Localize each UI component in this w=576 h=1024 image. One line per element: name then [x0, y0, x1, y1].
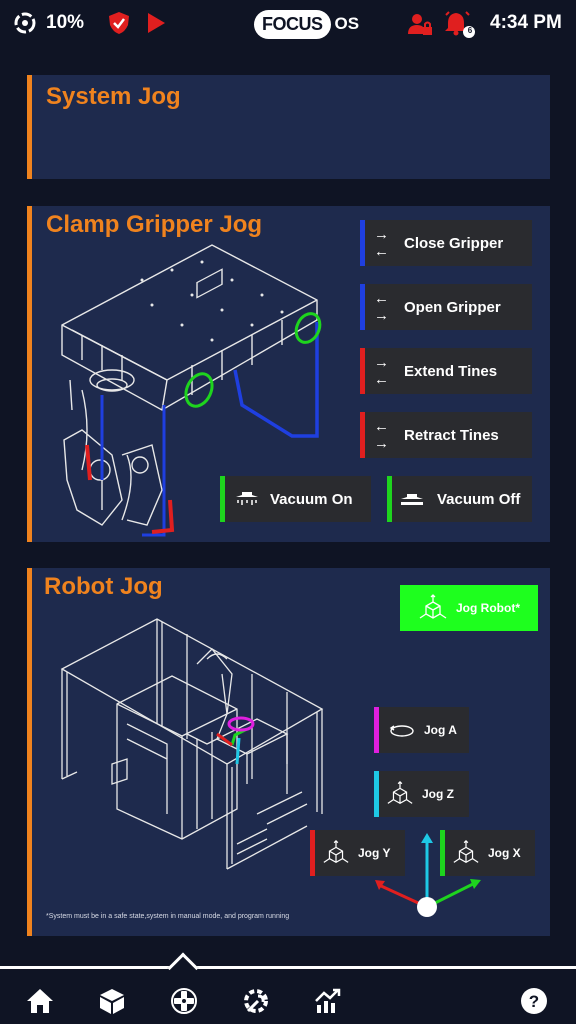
shield-icon[interactable] — [108, 11, 130, 35]
cube-axes-icon — [453, 840, 479, 864]
close-gripper-bar — [360, 220, 365, 266]
svg-text:?: ? — [529, 992, 539, 1011]
arrows-out-icon: ← → — [374, 418, 389, 452]
jog-z-label: Jog Z — [422, 787, 454, 801]
arrows-out-icon: ← → — [374, 290, 389, 324]
arrows-in-icon: → ← — [374, 354, 389, 388]
gamepad-icon[interactable] — [170, 987, 198, 1015]
close-gripper-button[interactable]: → ← Close Gripper — [360, 220, 532, 266]
user-lock-icon[interactable] — [407, 12, 433, 36]
retract-tines-button[interactable]: ← → Retract Tines — [360, 412, 532, 458]
retract-tines-bar — [360, 412, 365, 458]
robot-jog-title: Robot Jog — [44, 573, 163, 600]
safety-footnote: *System must be in a safe state,system i… — [46, 913, 290, 920]
nav-active-indicator — [167, 952, 199, 984]
bell-alarm-icon[interactable] — [444, 10, 476, 38]
rotate-icon — [389, 725, 414, 737]
extend-tines-label: Extend Tines — [404, 362, 498, 380]
cube-axes-icon — [419, 594, 447, 619]
extend-tines-button[interactable]: → ← Extend Tines — [360, 348, 532, 394]
home-icon[interactable] — [26, 987, 54, 1015]
vacuum-on-label: Vacuum On — [270, 490, 353, 508]
brand-name: FOCUS — [254, 9, 331, 39]
vacuum-on-bar — [220, 476, 225, 522]
jog-robot-label: Jog Robot* — [456, 601, 520, 615]
notification-count: 6 — [467, 26, 473, 35]
open-gripper-button[interactable]: ← → Open Gripper — [360, 284, 532, 330]
jog-y-label: Jog Y — [358, 846, 391, 860]
cube-axes-icon — [387, 781, 413, 805]
jog-robot-button[interactable]: Jog Robot* — [400, 585, 538, 631]
vacuum-off-label: Vacuum Off — [437, 490, 521, 508]
clamp-gripper-diagram — [61, 244, 322, 537]
retract-tines-label: Retract Tines — [404, 426, 499, 444]
clamp-gripper-jog-panel: Clamp Gripper Jog — [27, 206, 550, 542]
settings-wrench-icon[interactable] — [242, 987, 270, 1015]
jog-z-bar — [374, 771, 379, 817]
clock: 4:34 PM — [490, 12, 562, 33]
axis-indicator — [375, 833, 481, 917]
vacuum-on-icon — [236, 492, 258, 505]
vacuum-off-bar — [387, 476, 392, 522]
jog-y-bar — [310, 830, 315, 876]
signal-icon — [14, 12, 36, 34]
jog-x-label: Jog X — [488, 846, 521, 860]
robot-jog-panel: Robot Jog — [27, 568, 550, 936]
close-gripper-label: Close Gripper — [404, 234, 504, 252]
arrows-in-icon: → ← — [374, 226, 389, 260]
play-icon[interactable] — [146, 12, 166, 34]
jog-z-button[interactable]: Jog Z — [374, 771, 469, 817]
system-jog-panel: System Jog — [27, 75, 550, 179]
battery-level: 10% — [46, 12, 85, 33]
open-gripper-bar — [360, 284, 365, 330]
brand-os: OS — [334, 14, 360, 33]
jog-a-bar — [374, 707, 379, 753]
cube-axes-icon — [323, 840, 349, 864]
jog-a-button[interactable]: Jog A — [374, 707, 469, 753]
jog-x-button[interactable]: Jog X — [440, 830, 535, 876]
jog-a-label: Jog A — [424, 723, 457, 737]
vacuum-on-button[interactable]: Vacuum On — [220, 476, 371, 522]
open-gripper-label: Open Gripper — [404, 298, 501, 316]
chart-icon[interactable] — [314, 987, 342, 1015]
vacuum-off-icon — [401, 494, 423, 505]
status-bar: 10% FOCUS OS 6 4:34 PM — [0, 0, 576, 48]
brand-logo: FOCUS OS — [254, 8, 359, 40]
bottom-nav: ? — [0, 952, 576, 1024]
clamp-gripper-title: Clamp Gripper Jog — [46, 211, 263, 238]
box-icon[interactable] — [98, 987, 126, 1015]
jog-y-button[interactable]: Jog Y — [310, 830, 405, 876]
vacuum-off-button[interactable]: Vacuum Off — [387, 476, 532, 522]
help-icon[interactable]: ? — [520, 987, 548, 1015]
extend-tines-bar — [360, 348, 365, 394]
robot-cell-diagram — [60, 618, 324, 870]
jog-x-bar — [440, 830, 445, 876]
system-jog-title: System Jog — [46, 83, 181, 110]
